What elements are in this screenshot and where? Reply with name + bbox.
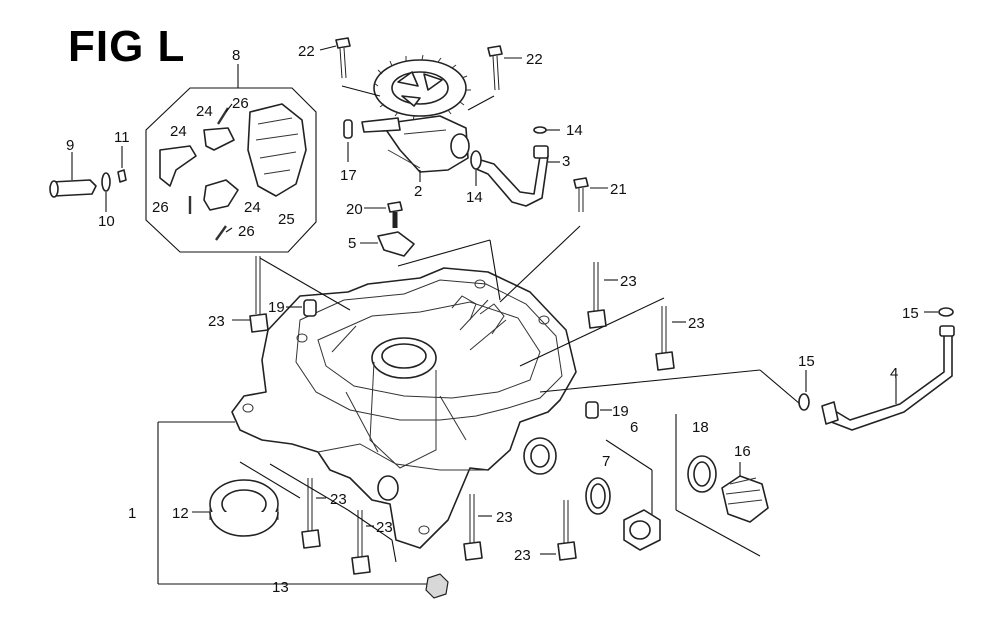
nut-part-13 (425, 573, 449, 599)
callout-23-right: 23 (688, 315, 705, 332)
gasket-part-7 (585, 477, 611, 515)
callout-8: 8 (232, 47, 240, 64)
callout-1: 1 (128, 505, 136, 522)
callout-23-upper-left: 23 (208, 313, 225, 330)
pipe-part-3 (473, 145, 560, 207)
bolt-part-23-lower-3 (463, 494, 492, 561)
callout-7: 7 (602, 453, 610, 470)
callout-20: 20 (346, 201, 363, 218)
bracket-part-5 (360, 231, 415, 257)
dowel-part-19-right (585, 401, 612, 419)
callout-15-left: 15 (798, 353, 815, 370)
gear-assembly-part-2 (361, 54, 471, 182)
washer-part-10 (101, 172, 111, 212)
governor-group-outline (145, 87, 317, 253)
shaft-part-9 (49, 152, 97, 198)
callout-14-top: 14 (566, 122, 583, 139)
bolt-part-22-right (467, 45, 522, 111)
bolt-part-23-lower-1 (301, 478, 326, 549)
bolt-part-20 (364, 201, 403, 228)
callout-24-c: 24 (244, 199, 261, 216)
callout-4: 4 (890, 365, 898, 382)
callout-26-c: 26 (238, 223, 255, 240)
governor-holder-part-25 (247, 103, 307, 197)
o-ring-part-14-top (533, 126, 560, 134)
callout-18: 18 (692, 419, 709, 436)
callout-23-upper-right: 23 (620, 273, 637, 290)
callout-23-lower-3: 23 (496, 509, 513, 526)
callout-24-b: 24 (170, 123, 187, 140)
callout-9: 9 (66, 137, 74, 154)
callout-2: 2 (414, 183, 422, 200)
callout-10: 10 (98, 213, 115, 230)
callout-23-lower-1: 23 (330, 491, 347, 508)
callout-23-lower-4: 23 (514, 547, 531, 564)
callout-23-lower-2: 23 (376, 519, 393, 536)
figure-title: FIG L (68, 22, 186, 71)
dowel-pin-part-17 (343, 119, 353, 162)
callout-6: 6 (630, 419, 638, 436)
callout-11: 11 (114, 129, 130, 146)
bolt-part-23-upper-left (232, 256, 269, 333)
o-ring-part-15-left (798, 370, 810, 411)
callout-25: 25 (278, 211, 295, 228)
governor-weights-part-24 (159, 127, 239, 211)
callout-15-right: 15 (902, 305, 919, 322)
callout-16: 16 (734, 443, 751, 460)
callout-22-left: 22 (298, 43, 315, 60)
bolt-part-23-upper-right (587, 262, 618, 329)
drain-plug-part-16 (721, 462, 769, 523)
o-ring-part-14-bottom (470, 150, 482, 186)
callout-21: 21 (610, 181, 627, 198)
washer-part-18 (687, 455, 717, 493)
callout-24-a: 24 (196, 103, 213, 120)
callout-19-left: 19 (268, 299, 285, 316)
o-ring-part-15-right (924, 307, 954, 317)
dowel-part-19-left (286, 299, 317, 317)
callout-19-right: 19 (612, 403, 629, 420)
clip-part-11 (117, 146, 127, 183)
callout-17: 17 (340, 167, 357, 184)
bolt-part-23-lower-4 (540, 500, 577, 561)
oil-seal-part-12 (192, 479, 279, 537)
bolt-part-23-right (655, 306, 686, 371)
pipe-part-4 (821, 325, 955, 431)
callout-22-right: 22 (526, 51, 543, 68)
crankcase-cover-part-1 (231, 267, 577, 549)
callout-12: 12 (172, 505, 189, 522)
callout-26-b: 26 (152, 199, 169, 216)
callout-26-a: 26 (232, 95, 249, 112)
callout-labels: 1 2 3 4 5 6 7 8 9 10 11 12 13 14 14 15 1… (66, 43, 919, 596)
callout-3: 3 (562, 153, 570, 170)
bolt-part-22-left (319, 37, 381, 97)
plug-part-6 (623, 509, 661, 551)
callout-13: 13 (272, 579, 289, 596)
callout-5: 5 (348, 235, 356, 252)
bolt-part-21 (573, 177, 608, 212)
callout-14-bottom: 14 (466, 189, 483, 206)
